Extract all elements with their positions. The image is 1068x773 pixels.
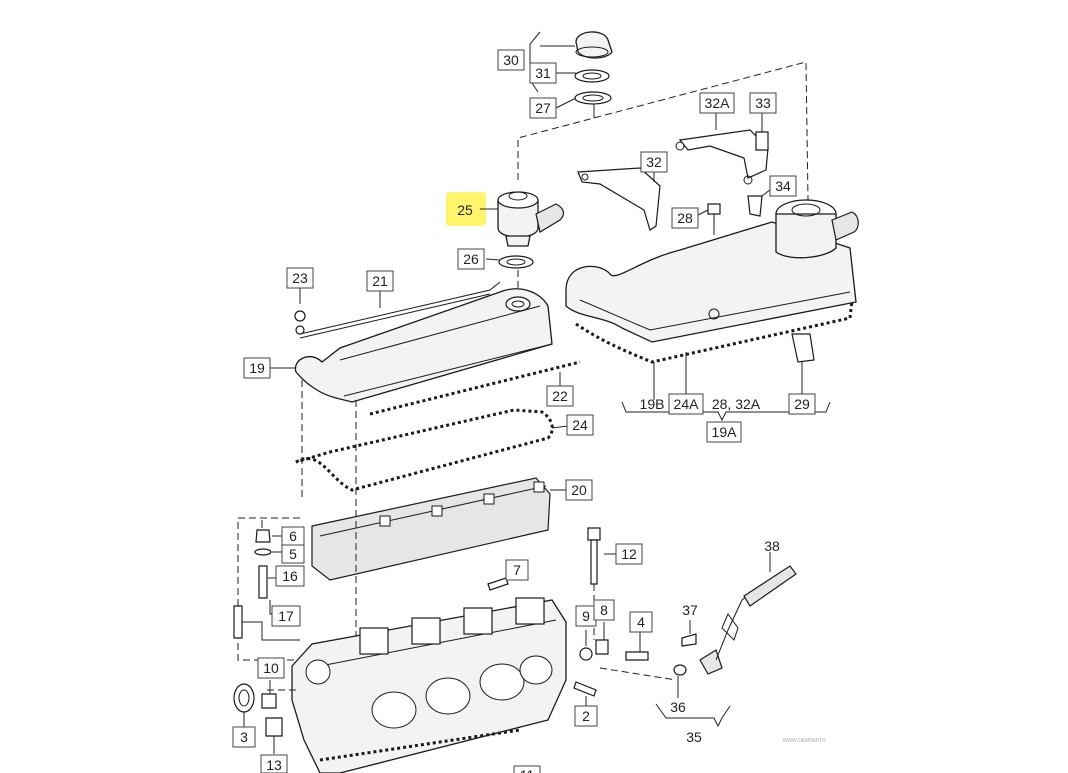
svg-text:38: 38 xyxy=(764,538,780,554)
callout-5: 5 xyxy=(281,544,305,564)
svg-text:28: 28 xyxy=(677,210,693,226)
callout-37: 37 xyxy=(682,602,698,618)
callout-20: 20 xyxy=(565,479,593,501)
stud-nut-group xyxy=(233,517,320,661)
callout-12: 12 xyxy=(615,543,643,565)
callout-30: 30 xyxy=(497,49,525,71)
callout-23: 23 xyxy=(286,267,314,289)
svg-text:32A: 32A xyxy=(705,95,731,111)
svg-text:9: 9 xyxy=(582,608,590,624)
callout-3: 3 xyxy=(232,726,256,748)
callout-31: 31 xyxy=(529,62,557,84)
svg-text:7: 7 xyxy=(513,562,521,578)
callout-11: 11 xyxy=(513,765,541,773)
svg-text:26: 26 xyxy=(463,251,479,267)
highlight-marker xyxy=(446,192,486,226)
callout-9: 9 xyxy=(575,605,597,627)
svg-text:19A: 19A xyxy=(712,424,738,440)
cylinder-head xyxy=(264,597,567,773)
svg-text:37: 37 xyxy=(682,602,698,618)
svg-text:24: 24 xyxy=(572,417,588,433)
callout-16: 16 xyxy=(275,565,305,587)
callout-19: 19 xyxy=(243,357,271,379)
callout-29: 29 xyxy=(788,393,816,415)
callout-28-32A: 28, 32A xyxy=(712,396,761,412)
svg-text:4: 4 xyxy=(637,614,645,630)
callout-24A: 24A xyxy=(668,393,704,415)
svg-text:17: 17 xyxy=(278,608,294,624)
callout-25: 25 xyxy=(457,202,473,218)
bracket-assembly xyxy=(577,112,776,231)
callout-26: 26 xyxy=(457,248,485,270)
svg-text:16: 16 xyxy=(282,568,298,584)
assembly-dash-line-top xyxy=(517,61,809,201)
svg-text:31: 31 xyxy=(535,65,551,81)
svg-text:27: 27 xyxy=(535,100,551,116)
svg-text:22: 22 xyxy=(552,388,568,404)
callout-32: 32 xyxy=(640,151,668,173)
callout-33: 33 xyxy=(749,92,777,114)
valve-cover-left xyxy=(270,281,581,640)
callout-4: 4 xyxy=(629,611,653,633)
callout-7: 7 xyxy=(505,559,529,581)
callout-19B: 19B xyxy=(640,396,665,412)
svg-text:19: 19 xyxy=(249,360,265,376)
dipstick-guide-group xyxy=(655,552,797,728)
svg-text:32: 32 xyxy=(646,154,662,170)
oil-filler-cap-group xyxy=(529,31,613,118)
svg-text:11: 11 xyxy=(520,767,535,773)
gasket-24A xyxy=(575,299,854,364)
svg-text:13: 13 xyxy=(266,757,282,773)
gasket-24 xyxy=(295,408,554,492)
callout-2: 2 xyxy=(574,705,598,727)
svg-text:21: 21 xyxy=(372,273,388,289)
callout-36: 36 xyxy=(670,699,686,715)
callout-10: 10 xyxy=(257,657,285,679)
callout-27: 27 xyxy=(529,97,557,119)
callout-17: 17 xyxy=(271,605,301,627)
svg-text:29: 29 xyxy=(794,396,810,412)
svg-text:33: 33 xyxy=(755,95,771,111)
callout-19A: 19A xyxy=(706,421,742,443)
watermark: WWW.OEMPARTS xyxy=(783,738,827,744)
callout-21: 21 xyxy=(366,270,394,292)
svg-text:25: 25 xyxy=(457,202,473,218)
breather-valve-25 xyxy=(446,191,565,247)
callout-13: 13 xyxy=(260,754,288,773)
callout-32A: 32A xyxy=(699,92,735,114)
svg-text:35: 35 xyxy=(686,729,702,745)
callout-35: 35 xyxy=(686,729,702,745)
callout-24: 24 xyxy=(566,414,594,436)
svg-text:2: 2 xyxy=(582,708,590,724)
svg-text:36: 36 xyxy=(670,699,686,715)
svg-text:6: 6 xyxy=(289,528,297,544)
svg-text:28, 32A: 28, 32A xyxy=(712,396,761,412)
svg-text:24A: 24A xyxy=(674,396,700,412)
svg-text:12: 12 xyxy=(621,546,637,562)
callout-38: 38 xyxy=(764,538,780,554)
seal-ring-31 xyxy=(574,69,610,83)
callout-34: 34 xyxy=(769,175,797,197)
svg-text:10: 10 xyxy=(263,660,279,676)
callout-22: 22 xyxy=(546,385,574,407)
callout-6: 6 xyxy=(281,526,305,546)
svg-text:30: 30 xyxy=(503,52,519,68)
dipstick-tube-38 xyxy=(743,565,797,607)
svg-text:8: 8 xyxy=(600,602,608,618)
svg-text:23: 23 xyxy=(292,270,308,286)
seal-ring-26 xyxy=(498,255,534,269)
valve-cover-right xyxy=(565,199,859,422)
seal-group-left xyxy=(233,680,283,754)
callout-28: 28 xyxy=(671,207,699,229)
svg-text:20: 20 xyxy=(571,482,587,498)
svg-text:3: 3 xyxy=(240,729,248,745)
seal-ring-27 xyxy=(574,91,612,105)
svg-text:34: 34 xyxy=(775,178,791,194)
svg-text:5: 5 xyxy=(289,546,297,562)
small-parts-group xyxy=(487,573,677,706)
head-bolt-12 xyxy=(587,527,616,640)
callout-8: 8 xyxy=(593,599,615,621)
svg-text:19B: 19B xyxy=(640,396,665,412)
